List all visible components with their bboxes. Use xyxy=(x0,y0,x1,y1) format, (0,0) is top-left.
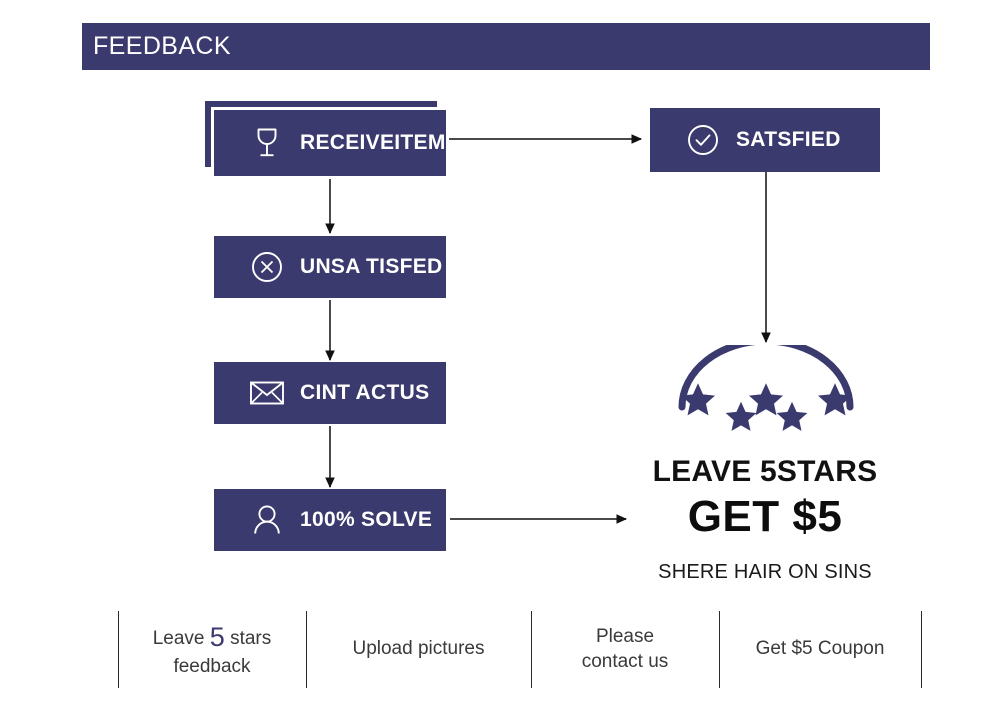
footer-text-prefix: Leave xyxy=(152,628,210,650)
footer-divider xyxy=(921,611,922,688)
footer-cell-text: Get $5 Coupon xyxy=(756,637,885,661)
footer-upload-pictures[interactable]: Upload pictures xyxy=(306,611,531,688)
star-group xyxy=(680,383,853,431)
footer-cell-text: Please contact us xyxy=(582,625,669,674)
footer-divider xyxy=(306,611,307,688)
reward-headline: LEAVE 5STARS xyxy=(0,455,1000,489)
footer-text-prefix: Please xyxy=(595,626,655,648)
flow-box-receiveitem[interactable]: RECEIVEITEM xyxy=(214,110,446,176)
footer-cell-text: Leave 5 stars feedback xyxy=(153,620,272,679)
reward-amount: GET $5 xyxy=(0,492,1000,542)
star-icon xyxy=(748,383,784,416)
flow-box-label: 100% SOLVE xyxy=(300,508,433,531)
circle-x-icon xyxy=(248,248,286,286)
user-icon xyxy=(248,501,286,539)
reward-amount-text: GET $5 xyxy=(687,492,843,541)
footer-text-second-line: contact us xyxy=(581,650,669,672)
footer-divider xyxy=(719,611,720,688)
envelope-icon xyxy=(248,374,286,412)
flow-box-label: RECEIVEITEM xyxy=(300,131,446,154)
footer-divider xyxy=(531,611,532,688)
footer-text-suffix: stars xyxy=(224,628,272,650)
footer-please-contact-us[interactable]: Please contact us xyxy=(531,611,719,688)
flow-box-unsatisfied[interactable]: UNSA TISFED xyxy=(214,236,446,298)
footer-text-prefix: Upload pictures xyxy=(352,638,485,660)
star-icon xyxy=(817,383,853,416)
footer-divider xyxy=(118,611,119,688)
reward-headline-text: LEAVE 5STARS xyxy=(652,455,878,488)
reward-subtext-text: SHERE HAIR ON SINS xyxy=(658,561,872,583)
header-bar: FEEDBACK xyxy=(82,23,930,70)
footer-cell-text: Upload pictures xyxy=(352,637,484,661)
five-stars-graphic xyxy=(668,337,864,440)
flow-box-label: CINT ACTUS xyxy=(300,381,430,404)
footer-text-second-line: feedback xyxy=(173,655,251,677)
wine-glass-icon xyxy=(248,124,286,162)
flow-box-label: UNSA TISFED xyxy=(300,255,443,278)
footer-strip: Leave 5 stars feedback Upload pictures P… xyxy=(118,611,922,688)
flow-box-contactus[interactable]: CINT ACTUS xyxy=(214,362,446,424)
page-title: FEEDBACK xyxy=(93,32,231,60)
footer-leave-5-stars[interactable]: Leave 5 stars feedback xyxy=(118,611,306,688)
flow-box-solve[interactable]: 100% SOLVE xyxy=(214,489,446,551)
flow-box-label: SATSFIED xyxy=(736,128,841,151)
star-icon xyxy=(680,383,716,416)
footer-get-5-coupon[interactable]: Get $5 Coupon xyxy=(719,611,921,688)
footer-text-prefix: Get $5 Coupon xyxy=(755,638,885,660)
star-icon xyxy=(725,401,757,431)
reward-subtext: SHERE HAIR ON SINS xyxy=(0,561,1000,584)
circle-check-icon xyxy=(684,121,722,159)
flow-box-satsfied[interactable]: SATSFIED xyxy=(650,108,880,172)
footer-text-highlight: 5 xyxy=(209,622,225,653)
star-icon xyxy=(776,401,808,431)
